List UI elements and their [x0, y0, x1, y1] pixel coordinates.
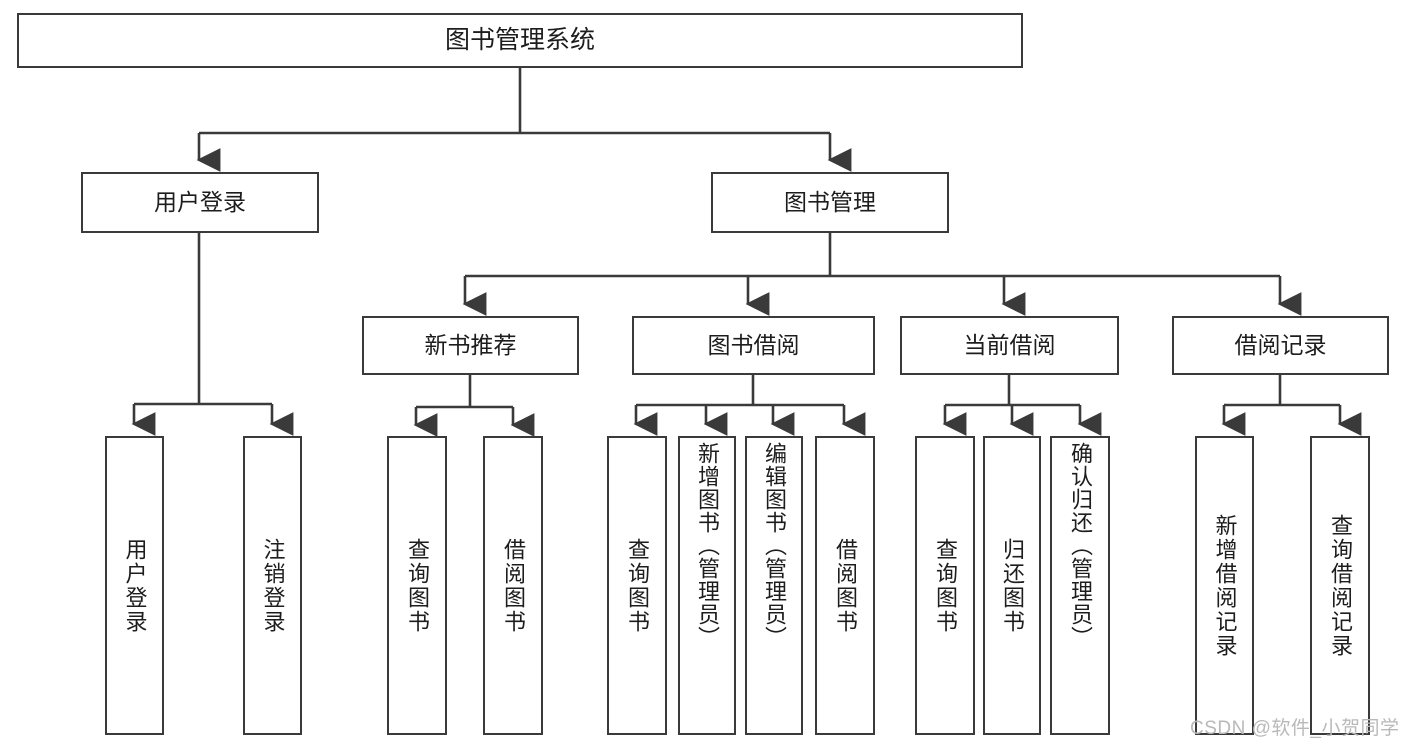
- node-leaf-borrow-book-1[interactable]: 借阅图书: [483, 436, 543, 735]
- node-leaf-return-book[interactable]: 归还图书: [983, 436, 1041, 735]
- node-book-management[interactable]: 图书管理: [711, 172, 949, 233]
- node-leaf-confirm-return[interactable]: 确认归还（管理员）: [1050, 436, 1110, 735]
- node-book-borrow-label: 图书借阅: [707, 331, 800, 358]
- node-user-login-label: 用户登录: [154, 188, 246, 215]
- node-leaf-user-login-label: 用户登录: [122, 537, 148, 634]
- node-leaf-query-book-3-label: 查询图书: [932, 537, 958, 634]
- node-leaf-logout-label: 注销登录: [260, 537, 286, 634]
- node-book-borrow[interactable]: 图书借阅: [632, 316, 875, 375]
- node-new-book-recommend[interactable]: 新书推荐: [362, 316, 579, 375]
- node-borrow-record[interactable]: 借阅记录: [1172, 316, 1389, 375]
- node-leaf-return-book-label: 归还图书: [999, 537, 1025, 634]
- node-leaf-borrow-book-2-label: 借阅图书: [832, 537, 858, 634]
- node-leaf-query-book-1-label: 查询图书: [404, 537, 430, 634]
- node-leaf-add-book-label: 新增图书（管理员）: [694, 442, 720, 649]
- node-leaf-query-book-3[interactable]: 查询图书: [915, 436, 975, 735]
- node-leaf-query-record[interactable]: 查询借阅记录: [1310, 436, 1370, 735]
- node-leaf-edit-book-label: 编辑图书（管理员）: [761, 442, 787, 649]
- node-leaf-query-book-1[interactable]: 查询图书: [387, 436, 447, 735]
- node-current-borrow-label: 当前借阅: [963, 331, 1056, 358]
- node-leaf-user-login[interactable]: 用户登录: [105, 436, 164, 735]
- node-leaf-borrow-book-1-label: 借阅图书: [500, 537, 526, 634]
- node-borrow-record-label: 借阅记录: [1234, 331, 1327, 358]
- node-root[interactable]: 图书管理系统: [17, 13, 1023, 68]
- node-leaf-confirm-return-label: 确认归还（管理员）: [1067, 442, 1093, 649]
- node-leaf-add-book[interactable]: 新增图书（管理员）: [678, 436, 736, 735]
- node-root-label: 图书管理系统: [444, 25, 595, 54]
- node-leaf-query-record-label: 查询借阅记录: [1327, 513, 1353, 658]
- node-leaf-query-book-2-label: 查询图书: [624, 537, 650, 634]
- node-leaf-add-record-label: 新增借阅记录: [1212, 513, 1238, 658]
- node-leaf-add-record[interactable]: 新增借阅记录: [1195, 436, 1254, 735]
- node-leaf-borrow-book-2[interactable]: 借阅图书: [815, 436, 875, 735]
- node-current-borrow[interactable]: 当前借阅: [900, 316, 1119, 375]
- node-leaf-logout[interactable]: 注销登录: [243, 436, 302, 735]
- node-user-login[interactable]: 用户登录: [81, 172, 319, 233]
- node-book-management-label: 图书管理: [784, 188, 876, 215]
- node-new-book-recommend-label: 新书推荐: [424, 331, 517, 358]
- node-leaf-query-book-2[interactable]: 查询图书: [607, 436, 667, 735]
- node-leaf-edit-book[interactable]: 编辑图书（管理员）: [745, 436, 803, 735]
- watermark: CSDN @软件_小贺同学: [1190, 718, 1400, 739]
